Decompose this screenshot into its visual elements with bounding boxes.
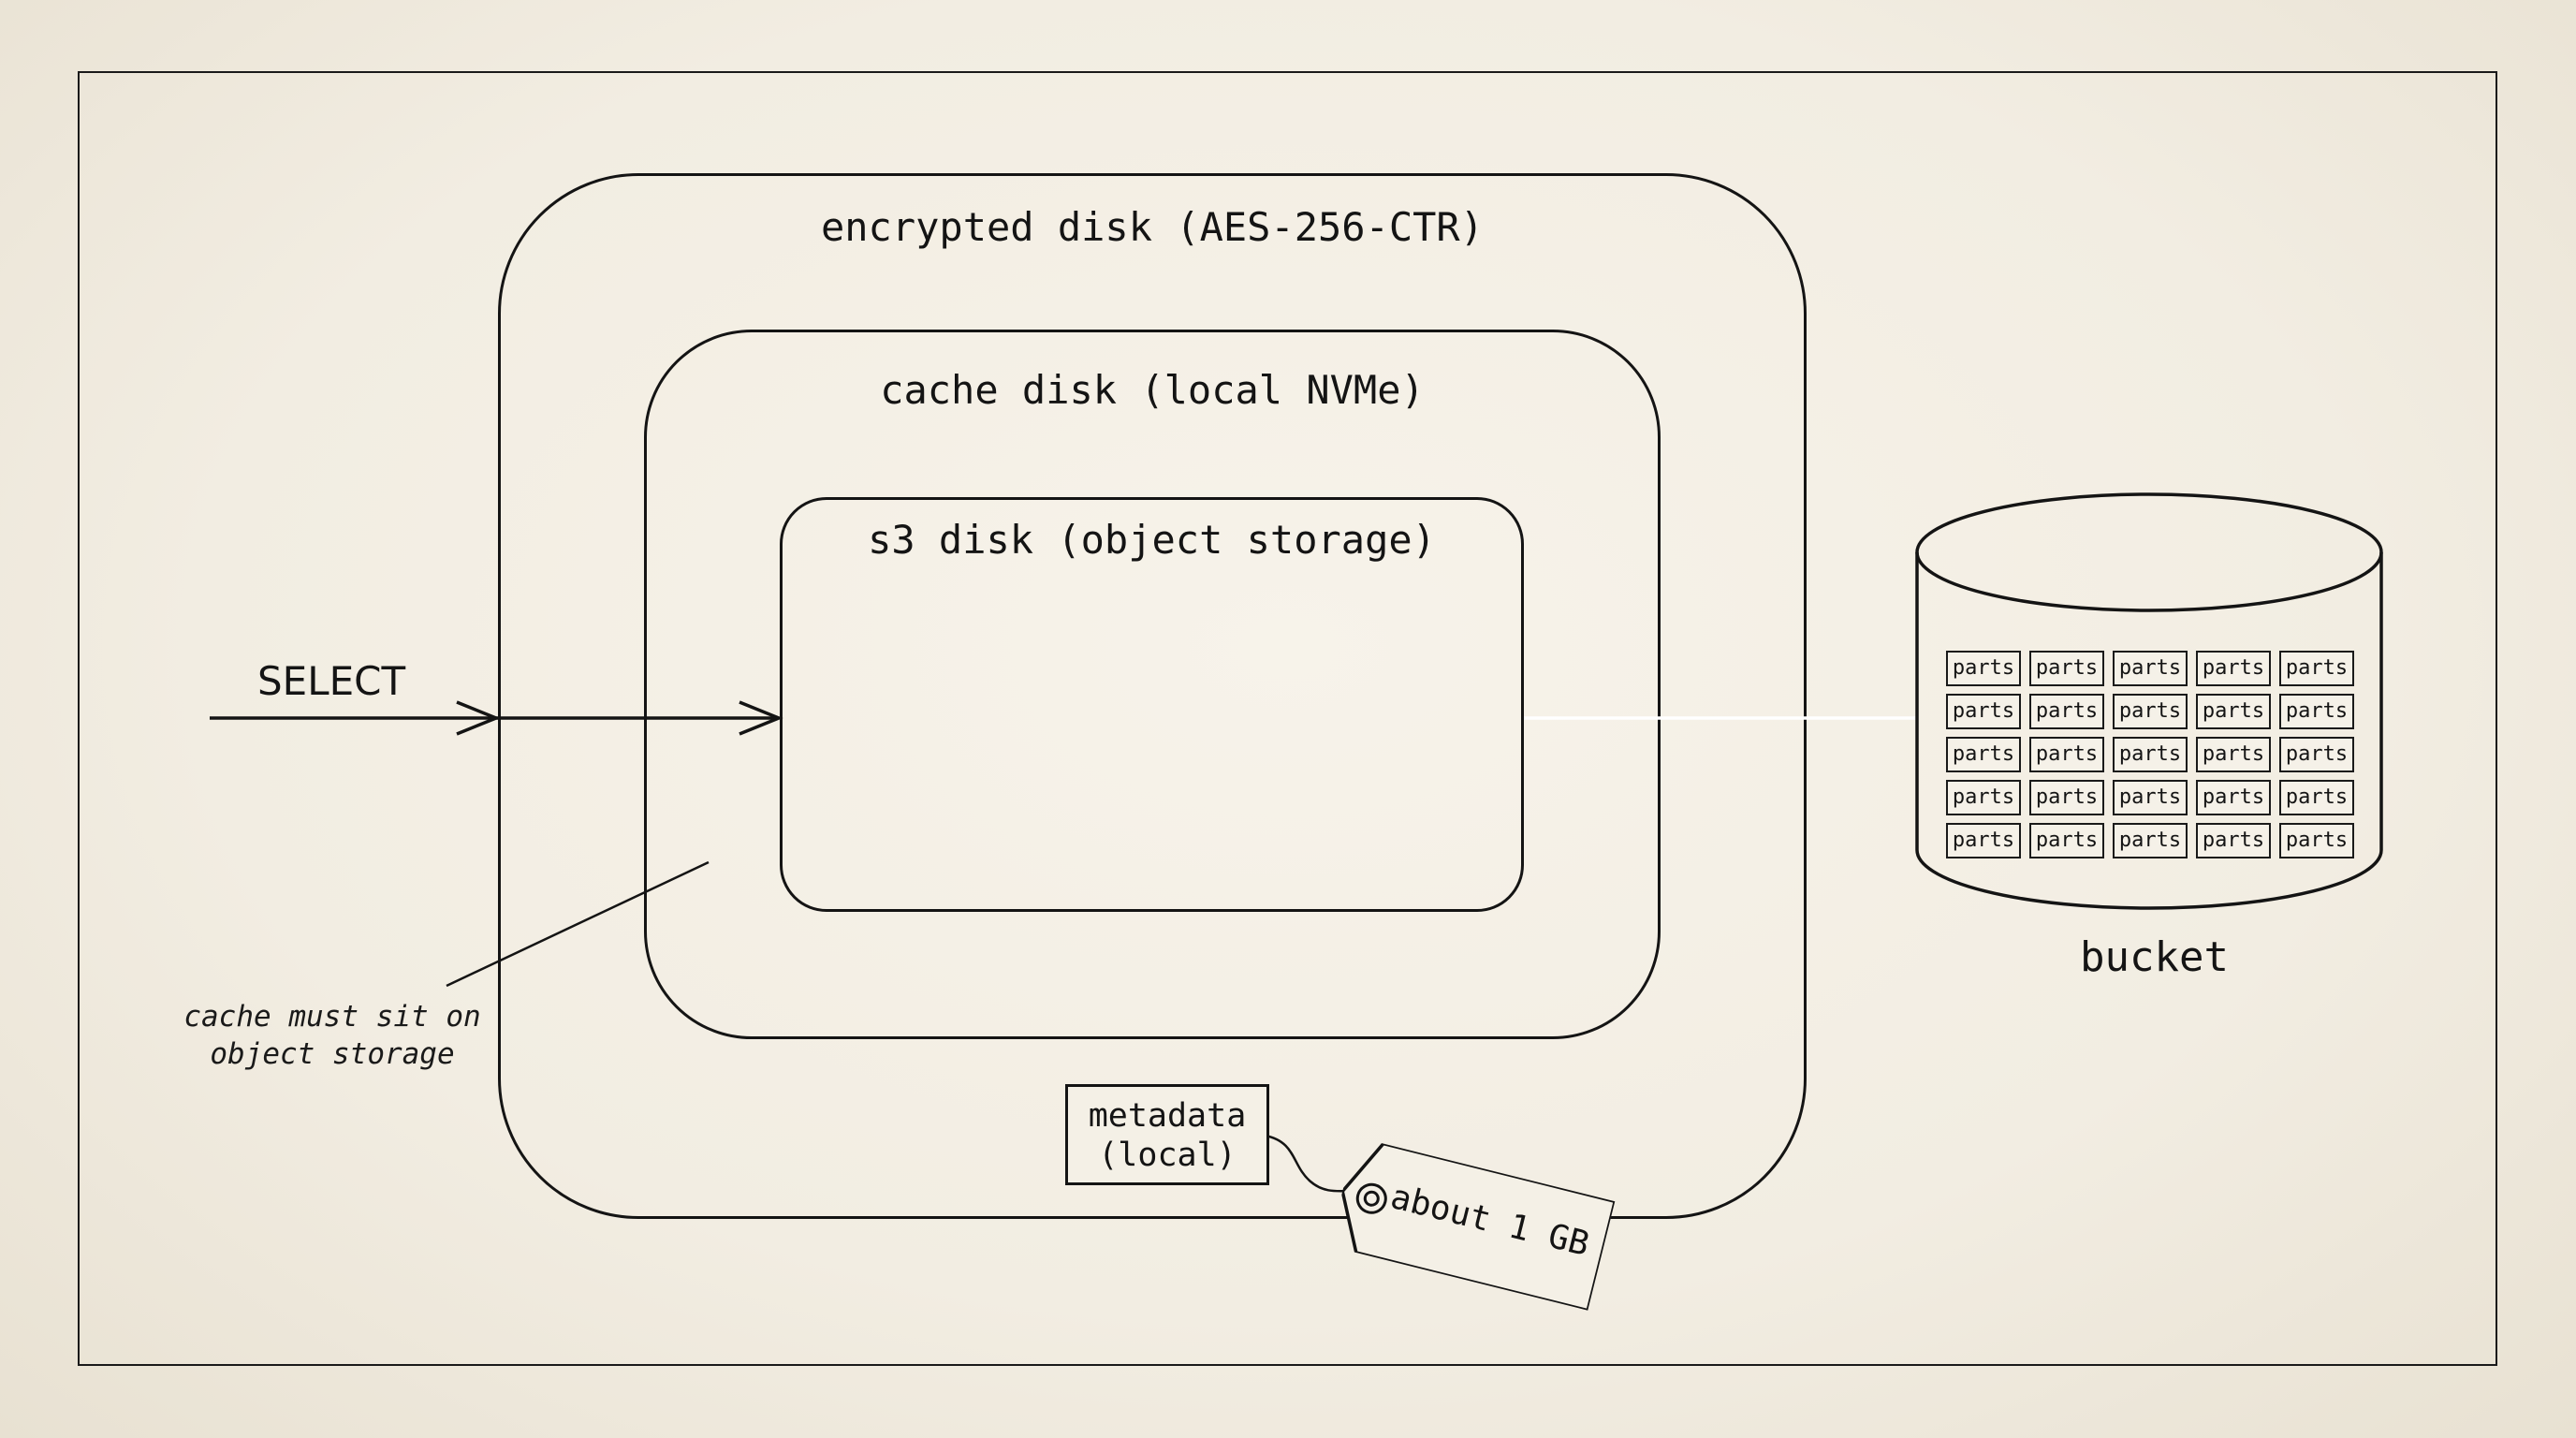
tag-hole-icon bbox=[1355, 1182, 1387, 1214]
bucket-part: parts bbox=[1946, 823, 2021, 858]
bucket-part: parts bbox=[2279, 780, 2354, 815]
cache-placement-note: cache must sit on object storage bbox=[150, 998, 515, 1073]
tag-shape bbox=[1340, 1141, 1616, 1311]
bucket-part: parts bbox=[2029, 737, 2104, 772]
bucket-label: bucket bbox=[2080, 933, 2229, 981]
bucket-part: parts bbox=[2029, 823, 2104, 858]
note-line-1: cache must sit on bbox=[183, 1000, 481, 1034]
metadata-sublabel: (local) bbox=[1098, 1137, 1237, 1174]
cache-disk-label: cache disk (local NVMe) bbox=[880, 367, 1425, 413]
select-label: SELECT bbox=[257, 658, 406, 704]
bucket-part: parts bbox=[2029, 780, 2104, 815]
bucket-cylinder bbox=[1915, 492, 2383, 910]
cache-disk-box bbox=[644, 330, 1661, 1039]
metadata-label: metadata bbox=[1088, 1097, 1247, 1135]
diagram-frame bbox=[78, 71, 2497, 1366]
bucket-part: parts bbox=[2113, 780, 2188, 815]
bucket-part: parts bbox=[2279, 823, 2354, 858]
bucket-part: parts bbox=[2196, 694, 2271, 729]
encrypted-disk-label: encrypted disk (AES-256-CTR) bbox=[820, 204, 1484, 250]
bucket-part: parts bbox=[2279, 737, 2354, 772]
note-leader-line bbox=[446, 860, 710, 988]
bucket-part: parts bbox=[2113, 694, 2188, 729]
bucket-part: parts bbox=[2196, 737, 2271, 772]
note-line-2: object storage bbox=[210, 1037, 455, 1071]
bucket-part: parts bbox=[2113, 737, 2188, 772]
tag-string bbox=[1265, 1134, 1354, 1193]
bucket-part: parts bbox=[2196, 823, 2271, 858]
bucket-part: parts bbox=[1946, 780, 2021, 815]
bucket-part: parts bbox=[2196, 780, 2271, 815]
arrowhead-encrypted-disk bbox=[456, 700, 501, 736]
bucket-part: parts bbox=[2029, 694, 2104, 729]
size-tag: about 1 GB bbox=[1329, 1137, 1616, 1311]
bucket-part: parts bbox=[2113, 823, 2188, 858]
s3-disk-label: s3 disk (object storage) bbox=[868, 517, 1436, 563]
bucket-part: parts bbox=[2113, 651, 2188, 686]
bucket-part: parts bbox=[1946, 651, 2021, 686]
arrowhead-s3-disk bbox=[739, 700, 783, 736]
bucket-part: parts bbox=[2279, 651, 2354, 686]
bucket-part: parts bbox=[2279, 694, 2354, 729]
bucket-part: parts bbox=[1946, 737, 2021, 772]
encrypted-disk-box bbox=[498, 173, 1807, 1219]
s3-disk-box bbox=[780, 497, 1524, 912]
bucket-part: parts bbox=[1946, 694, 2021, 729]
bucket-part: parts bbox=[2029, 651, 2104, 686]
bucket-part: parts bbox=[2196, 651, 2271, 686]
metadata-box: metadata (local) bbox=[1065, 1084, 1269, 1185]
